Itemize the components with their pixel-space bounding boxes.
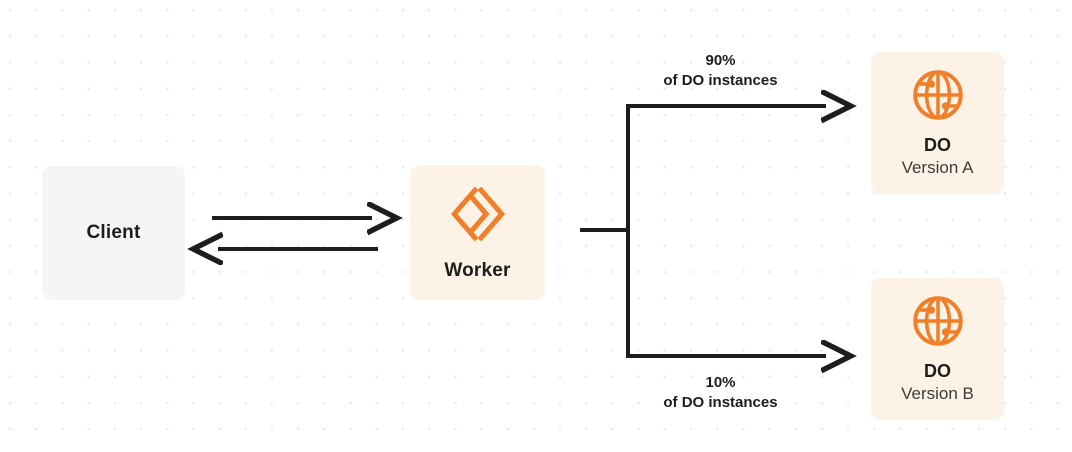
edge-label-do-b: 10% of DO instances: [618, 373, 823, 414]
globe-icon: [911, 68, 965, 122]
edge-label-do-a-description: of DO instances: [663, 72, 778, 90]
edge-label-do-b-percent: 10%: [705, 374, 736, 391]
node-client[interactable]: Client: [42, 166, 185, 300]
edge-label-do-a-percent: 90%: [705, 52, 736, 69]
node-do-version-b-sublabel: Version B: [901, 384, 974, 404]
node-do-version-b[interactable]: DO Version B: [871, 278, 1004, 420]
node-worker[interactable]: Worker: [410, 165, 545, 300]
node-do-version-a-sublabel: Version A: [901, 158, 974, 178]
node-client-label: Client: [86, 221, 141, 243]
globe-icon: [911, 294, 965, 348]
node-do-version-a-label: DO: [924, 134, 951, 155]
edge-label-do-b-description: of DO instances: [663, 394, 778, 412]
node-do-version-b-label: DO: [924, 360, 951, 381]
edge-label-do-a: 90% of DO instances: [618, 51, 823, 92]
cloudflare-workers-icon: [447, 183, 509, 245]
node-worker-label: Worker: [444, 260, 511, 282]
node-do-version-a[interactable]: DO Version A: [871, 52, 1004, 194]
